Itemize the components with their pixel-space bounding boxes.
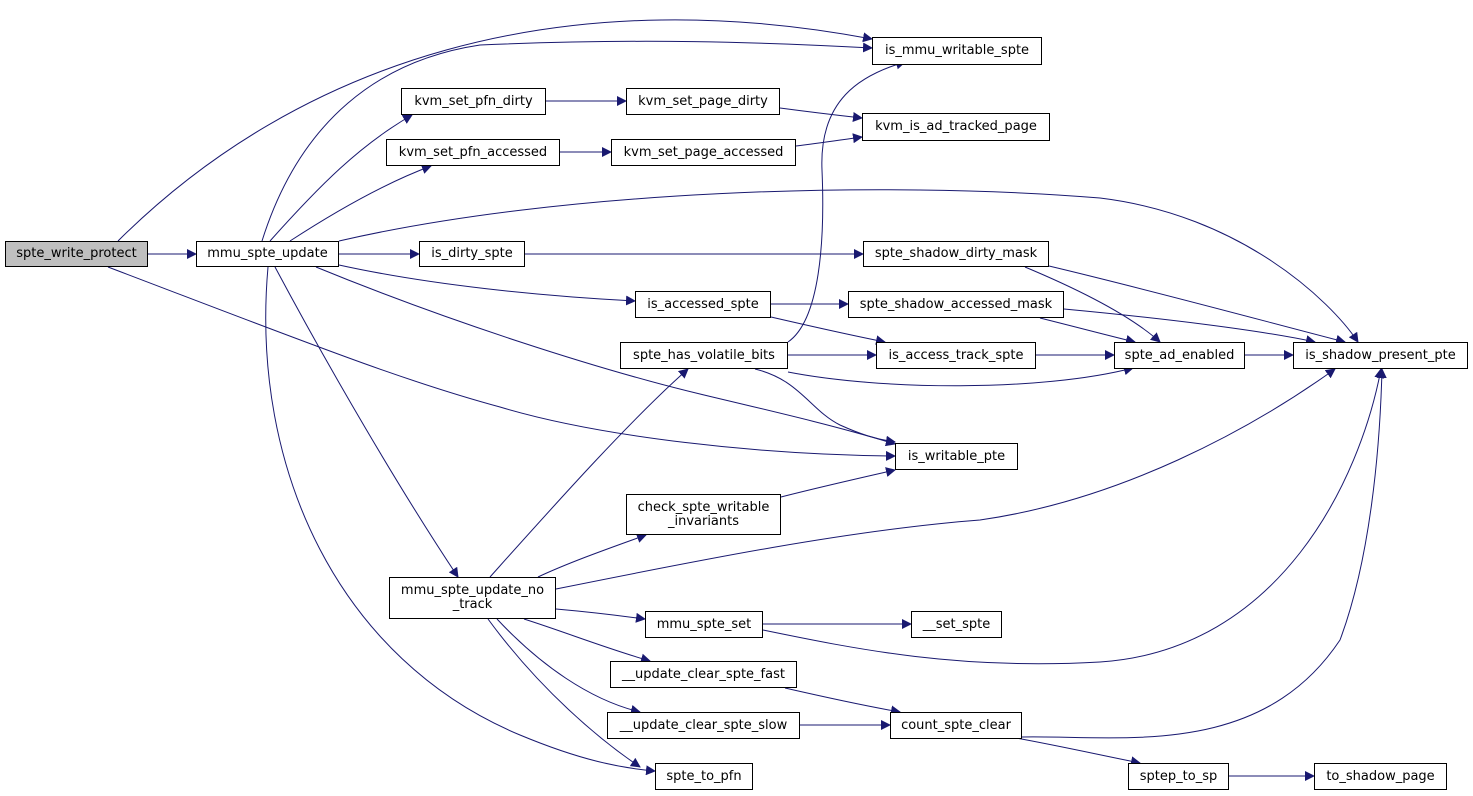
node-spte-shadow-accessed-mask[interactable]: spte_shadow_accessed_mask <box>848 291 1064 318</box>
node-kvm-set-pfn-accessed[interactable]: kvm_set_pfn_accessed <box>386 139 560 166</box>
node-spte-to-pfn[interactable]: spte_to_pfn <box>655 763 753 790</box>
node-count-spte-clear[interactable]: count_spte_clear <box>890 712 1022 739</box>
node-is-shadow-present-pte[interactable]: is_shadow_present_pte <box>1293 342 1468 369</box>
node-kvm-is-ad-tracked-page[interactable]: kvm_is_ad_tracked_page <box>862 113 1050 141</box>
edge-count-spte-clear-to-sptep-to-sp <box>1015 737 1141 767</box>
node-sptep-to-sp[interactable]: sptep_to_sp <box>1128 763 1229 790</box>
edge-mmu-spte-update-no-track-to-check-spte-writable-invariants <box>537 533 647 578</box>
edge-mmu-spte-update-no-track-to-mmu-spte-set <box>555 608 646 623</box>
node-mmu-spte-update[interactable]: mmu_spte_update <box>196 241 339 267</box>
edge-mmu-spte-update-to-kvm-set-pfn-accessed <box>289 164 432 242</box>
edge-mmu-spte-update-to-mmu-spte-update-no-track <box>274 266 459 578</box>
edge-mmu-spte-update-no-track-to-spte-to-pfn <box>487 618 641 768</box>
node-is-writable-pte[interactable]: is_writable_pte <box>895 443 1018 470</box>
node-mmu-spte-set[interactable]: mmu_spte_set <box>645 611 763 638</box>
node-is-access-track-spte[interactable]: is_access_track_spte <box>876 342 1036 369</box>
edges-layer <box>107 19 1387 781</box>
edge-mmu-spte-update-to-spte-to-pfn <box>265 266 656 776</box>
node-spte-write-protect: spte_write_protect <box>5 241 148 267</box>
edge-spte-shadow-dirty-mask-to-spte-ad-enabled <box>1024 266 1161 343</box>
edge-spte-shadow-dirty-mask-to-is-shadow-present-pte <box>1048 265 1346 345</box>
edge-spte-has-volatile-bits-to-is-mmu-writable-spte <box>787 59 906 343</box>
node-kvm-set-page-dirty[interactable]: kvm_set_page_dirty <box>626 88 780 115</box>
edge-mmu-spte-set-to-is-shadow-present-pte <box>762 368 1385 665</box>
edge-check-spte-writable-invariants-to-is-writable-pte <box>780 467 896 498</box>
edge-kvm-set-page-dirty-to-kvm-is-ad-tracked-page <box>779 107 863 122</box>
edge-spte-shadow-accessed-mask-to-spte-ad-enabled <box>1039 317 1136 345</box>
node-update-clear-spte-slow[interactable]: __update_clear_spte_slow <box>607 712 800 739</box>
edge-is-accessed-spte-to-is-access-track-spte <box>770 316 886 346</box>
node-spte-has-volatile-bits[interactable]: spte_has_volatile_bits <box>620 342 788 369</box>
edge-mmu-spte-update-no-track-to---update-clear-spte-fast <box>523 618 651 664</box>
edge-mmu-spte-update-to-kvm-set-pfn-dirty <box>269 114 413 242</box>
node-check-spte-writable-invariants[interactable]: check_spte_writable _invariants <box>626 494 781 535</box>
node-spte-shadow-dirty-mask[interactable]: spte_shadow_dirty_mask <box>863 241 1049 267</box>
node-spte-ad-enabled[interactable]: spte_ad_enabled <box>1114 342 1245 369</box>
edge-mmu-spte-update-no-track-to---update-clear-spte-slow <box>496 618 641 715</box>
node-kvm-set-pfn-dirty[interactable]: kvm_set_pfn_dirty <box>401 88 546 115</box>
node-set-spte[interactable]: __set_spte <box>911 611 1002 638</box>
edge-spte-write-protect-to-is-mmu-writable-spte <box>117 19 873 242</box>
edge-kvm-set-page-accessed-to-kvm-is-ad-tracked-page <box>795 133 863 147</box>
node-kvm-set-page-accessed[interactable]: kvm_set_page_accessed <box>611 139 796 166</box>
node-is-mmu-writable-spte[interactable]: is_mmu_writable_spte <box>872 37 1042 65</box>
edge-mmu-spte-update-to-is-mmu-writable-spte <box>261 40 873 242</box>
node-update-clear-spte-fast[interactable]: __update_clear_spte_fast <box>610 661 797 688</box>
node-mmu-spte-update-no-track[interactable]: mmu_spte_update_no _track <box>389 577 556 619</box>
edge-spte-has-volatile-bits-to-spte-ad-enabled <box>787 365 1134 387</box>
edge-mmu-spte-update-to-is-writable-pte <box>315 266 896 447</box>
edge-count-spte-clear-to-is-shadow-present-pte <box>1021 368 1387 739</box>
edge-mmu-spte-update-no-track-to-spte-has-volatile-bits <box>489 368 689 578</box>
node-is-accessed-spte[interactable]: is_accessed_spte <box>635 291 771 318</box>
edge-mmu-spte-update-to-is-shadow-present-pte <box>338 189 1359 343</box>
edge-spte-shadow-accessed-mask-to-is-shadow-present-pte <box>1063 308 1316 345</box>
node-to-shadow-page[interactable]: to_shadow_page <box>1314 763 1447 790</box>
edge---update-clear-spte-fast-to-count-spte-clear <box>784 687 901 716</box>
edge-mmu-spte-update-no-track-to-is-shadow-present-pte <box>555 368 1336 590</box>
edge-mmu-spte-update-to-is-accessed-spte <box>338 264 636 306</box>
edge-spte-has-volatile-bits-to-is-writable-pte <box>754 368 896 446</box>
node-is-dirty-spte[interactable]: is_dirty_spte <box>419 241 525 267</box>
